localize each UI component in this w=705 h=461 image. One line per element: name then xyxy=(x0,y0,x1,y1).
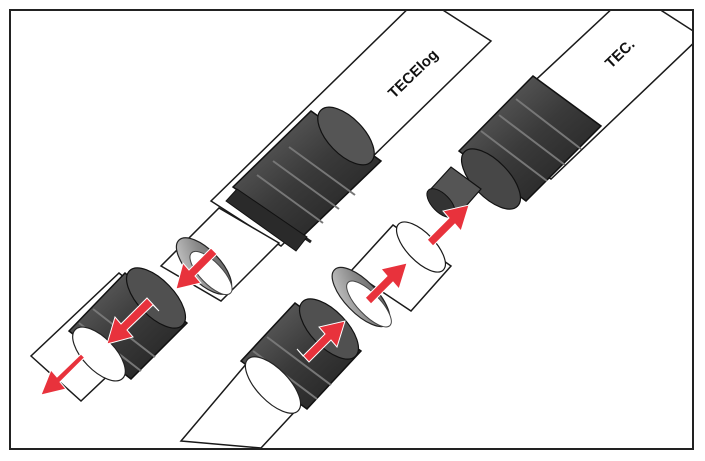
assembly-diagram: TECElog xyxy=(11,11,692,448)
direction-arrow-icon xyxy=(421,205,469,246)
illustration-frame: TECElog xyxy=(9,9,694,450)
right-arrows xyxy=(297,205,469,362)
